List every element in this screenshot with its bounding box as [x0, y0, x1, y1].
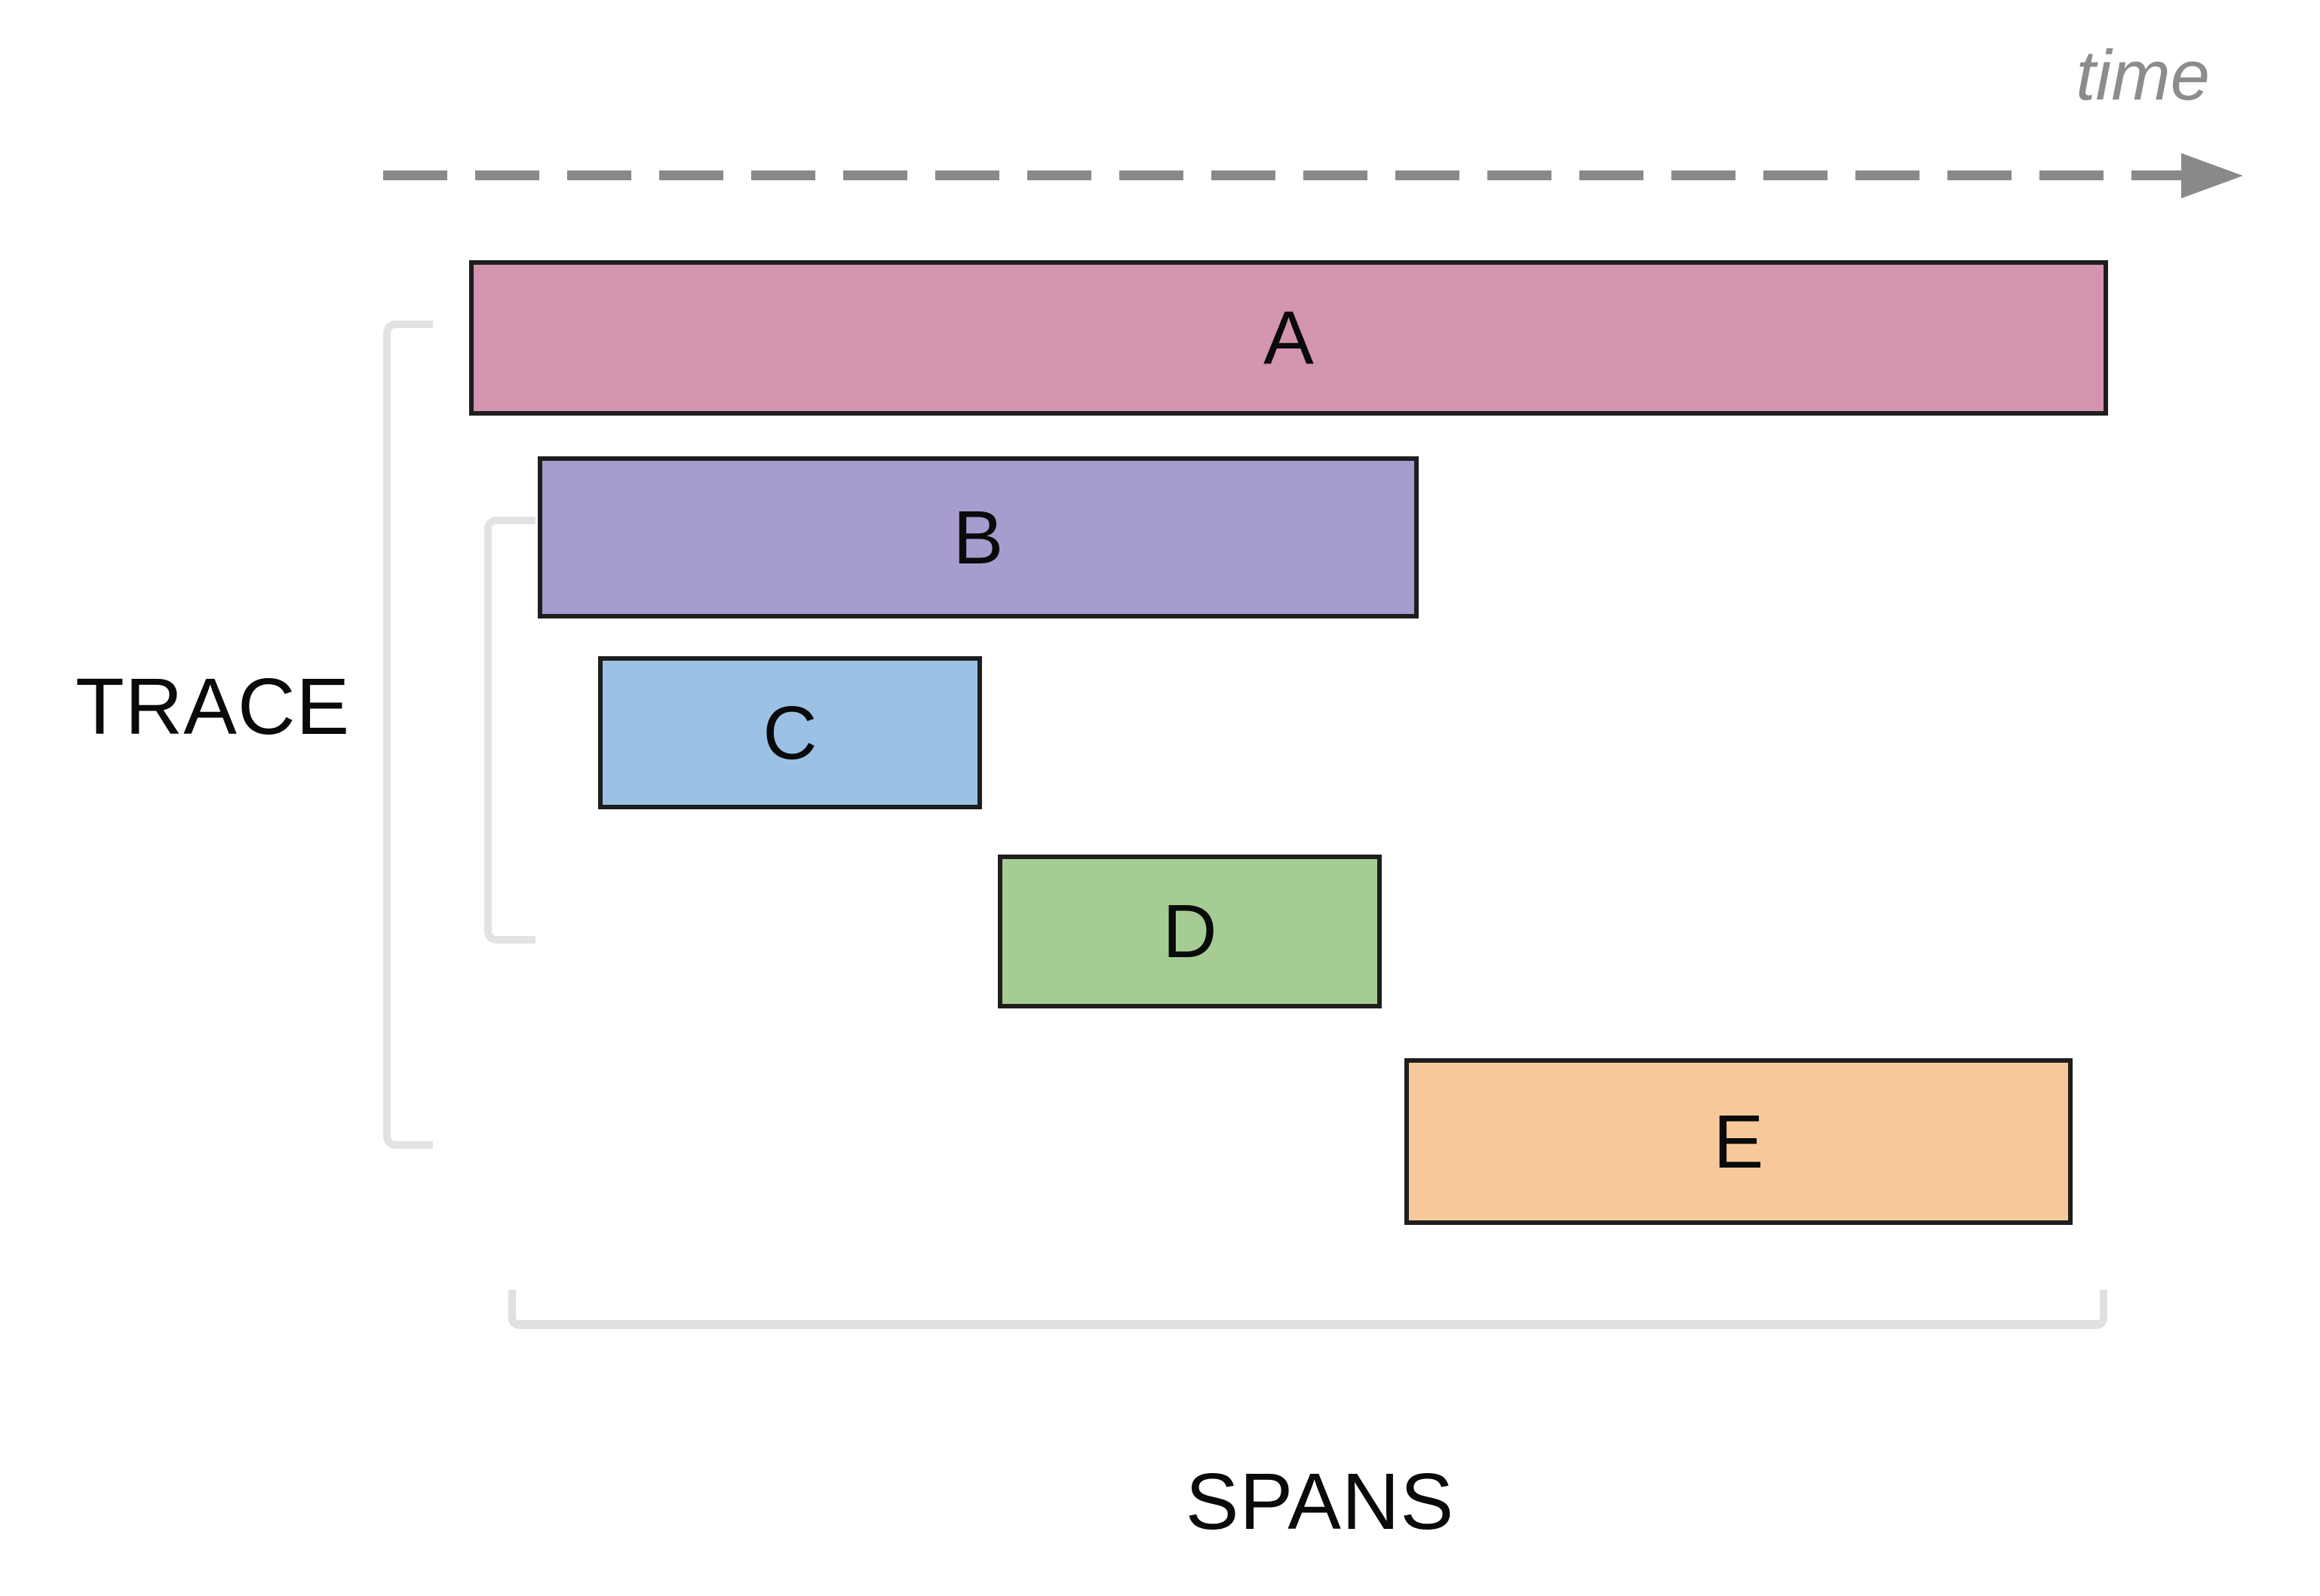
- span-label-d: D: [1162, 889, 1217, 974]
- time-axis-dashed-line: [383, 170, 2181, 180]
- child-spans-bracket: [484, 517, 536, 944]
- span-label-c: C: [763, 690, 818, 775]
- time-axis-label: time: [2076, 35, 2210, 115]
- time-axis-arrowhead-icon: [2181, 153, 2243, 198]
- span-bar-b: B: [538, 456, 1419, 618]
- span-bar-a: A: [469, 260, 2108, 416]
- spans-label: SPANS: [1185, 1457, 1455, 1546]
- span-bar-c: C: [598, 656, 982, 809]
- spans-bracket: [508, 1290, 2107, 1329]
- trace-label: TRACE: [75, 662, 351, 751]
- span-label-a: A: [1263, 296, 1314, 380]
- span-label-e: E: [1713, 1099, 1764, 1184]
- trace-bracket: [383, 321, 433, 1149]
- span-bar-e: E: [1404, 1058, 2073, 1225]
- span-label-b: B: [953, 495, 1004, 580]
- span-bar-d: D: [998, 855, 1382, 1008]
